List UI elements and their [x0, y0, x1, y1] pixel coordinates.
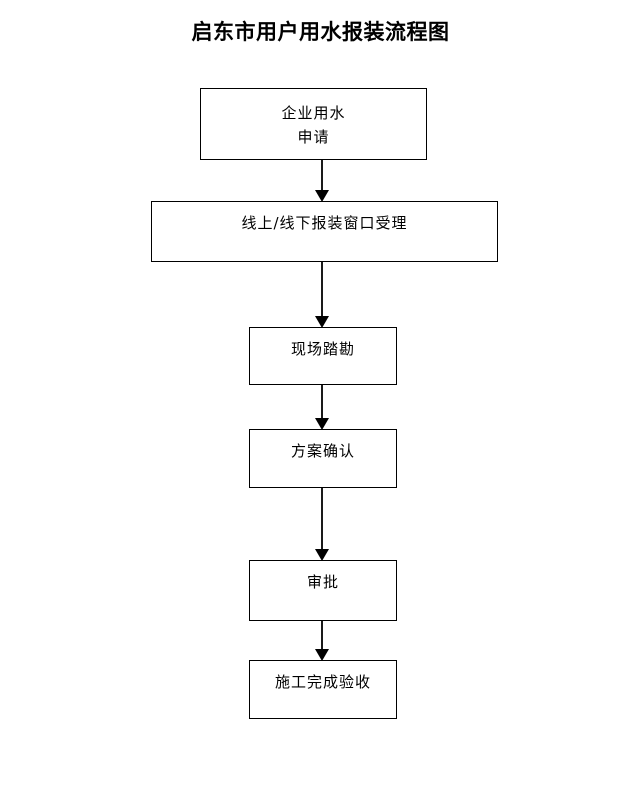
- flow-arrow-plan-confirm-to-approval: [314, 488, 330, 561]
- flow-node-window-acceptance[interactable]: 线上/线下报装窗口受理: [151, 201, 498, 262]
- arrow-shaft: [321, 488, 323, 550]
- flow-node-window-acceptance-label: 线上/线下报装窗口受理: [241, 214, 408, 232]
- arrow-head-icon: [315, 549, 329, 561]
- arrow-shaft: [321, 262, 323, 317]
- flow-arrow-site-survey-to-plan-confirm: [314, 385, 330, 430]
- flow-node-approval[interactable]: 审批: [249, 560, 397, 621]
- flow-node-approval-label: 审批: [306, 573, 339, 591]
- flow-node-completion[interactable]: 施工完成验收: [249, 660, 397, 719]
- flow-node-site-survey[interactable]: 现场踏勘: [249, 327, 397, 385]
- flow-node-plan-confirm[interactable]: 方案确认: [249, 429, 397, 488]
- flow-node-completion-label: 施工完成验收: [274, 673, 371, 691]
- arrow-shaft: [321, 621, 323, 650]
- flow-node-site-survey-label: 现场踏勘: [290, 340, 355, 358]
- page-title: 启东市用户用水报装流程图: [191, 20, 450, 44]
- arrow-head-icon: [315, 649, 329, 661]
- arrow-head-icon: [315, 190, 329, 202]
- flow-arrow-application-to-window-acceptance: [314, 160, 330, 202]
- arrow-head-icon: [315, 316, 329, 328]
- flow-node-application-label: 企业用水 申请: [281, 104, 346, 146]
- arrow-head-icon: [315, 418, 329, 430]
- flow-arrow-approval-to-completion: [314, 621, 330, 661]
- flow-arrow-window-acceptance-to-site-survey: [314, 262, 330, 328]
- arrow-shaft: [321, 160, 323, 191]
- flow-node-plan-confirm-label: 方案确认: [290, 442, 355, 460]
- arrow-shaft: [321, 385, 323, 419]
- flow-node-application[interactable]: 企业用水 申请: [200, 88, 427, 160]
